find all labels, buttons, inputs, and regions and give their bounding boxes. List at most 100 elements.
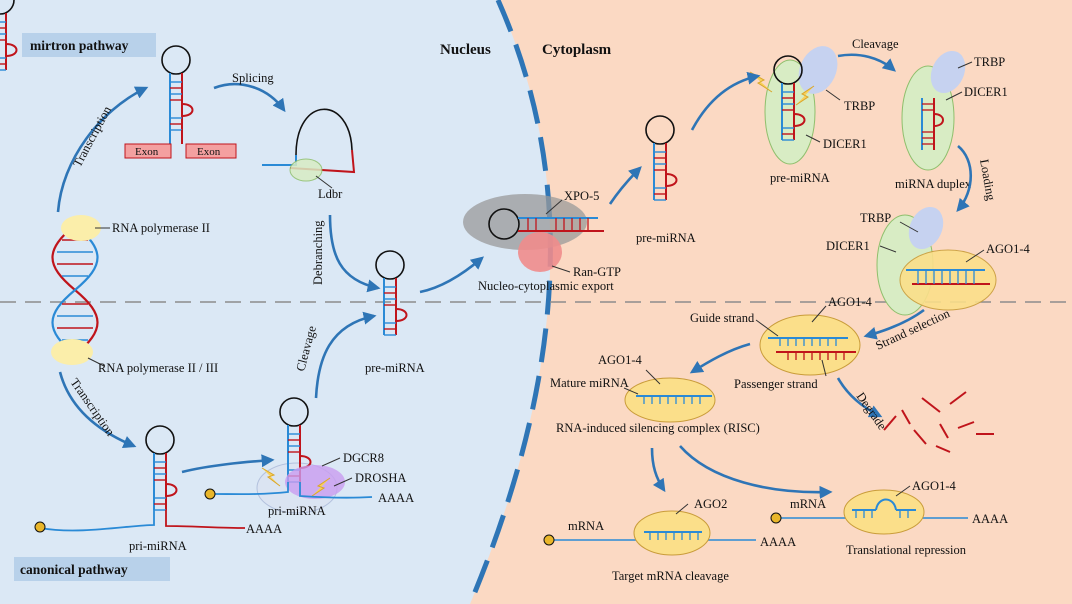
mrna-2-cap — [770, 512, 782, 524]
repression-bulge — [875, 498, 897, 511]
loading-pairs — [917, 270, 975, 284]
canonical-pathway-box — [14, 557, 170, 581]
hairpin-template — [0, 0, 18, 71]
debranching-label: Debranching — [311, 220, 325, 285]
exon-right-box — [185, 143, 237, 159]
ldbr-enzyme — [289, 158, 323, 182]
arrow-to-cleavage — [650, 447, 666, 493]
pre-mirna-dicer-label: pre-miRNA — [770, 171, 830, 185]
rna-pol2-label: RNA polymerase II — [112, 221, 210, 235]
ago2-label: AGO2 — [694, 497, 727, 511]
duplex-bulge — [933, 113, 944, 127]
trbp-2-label: TRBP — [974, 55, 1005, 69]
pri-mirna-2-tails — [214, 482, 373, 499]
dicer1-1-pointer — [805, 134, 821, 143]
passenger-strand-pointer — [821, 359, 827, 377]
ran-label: Ran-GTP — [573, 265, 621, 279]
trbp-2-pointer — [957, 61, 973, 69]
drosha-pointer — [333, 477, 353, 487]
degraded-fragments — [883, 391, 994, 453]
rna-pol23-pointer — [87, 357, 105, 367]
mirna-duplex-label: miRNA duplex — [895, 177, 972, 191]
dgcr8-pointer — [321, 457, 341, 467]
dicer1-3-label: DICER1 — [826, 239, 870, 253]
trbp-1-label: TRBP — [844, 99, 875, 113]
ago-selection-label: AGO1-4 — [828, 295, 872, 309]
dicer1-1-label: DICER1 — [823, 137, 867, 151]
arrow-to-repression — [679, 445, 833, 499]
mirtron-pathway-label: mirtron pathway — [30, 38, 129, 53]
arrow-splicing — [213, 82, 286, 113]
ran-pointer — [551, 265, 571, 273]
exon-right-label: Exon — [197, 146, 221, 158]
pri-mirna-2-cap — [204, 488, 216, 500]
dicer-cut-2 — [795, 85, 815, 106]
splicing-label: Splicing — [232, 71, 274, 85]
trbp-3-pointer — [899, 221, 919, 233]
dna-strand-blue — [51, 224, 99, 356]
mature-mirna-pointer — [623, 387, 639, 395]
ago2-pointer — [675, 503, 689, 515]
lariat-loop — [295, 108, 353, 156]
rna-polymerase-ii-iii — [51, 339, 93, 365]
pri-mirna-1-blue-tail — [39, 510, 155, 532]
arrow-to-export — [419, 256, 484, 294]
rna-polymerase-ii — [61, 215, 101, 241]
passenger-strand-label: Passenger strand — [734, 377, 818, 391]
ago-selection — [759, 314, 861, 376]
trbp-protein-3 — [908, 206, 944, 250]
canonical-pathway-label: canonical pathway — [20, 562, 128, 577]
ago-loading-label: AGO1-4 — [986, 242, 1030, 256]
mrna-1-aaaa: AAAA — [760, 535, 796, 549]
dicer1-3-pointer — [879, 245, 897, 253]
trbp-1-pointer — [825, 89, 841, 101]
ago-repression-pointer — [895, 485, 911, 497]
cleavage-cyto-label: Cleavage — [852, 37, 899, 51]
arrow-to-dicer — [690, 71, 761, 131]
xpo5-pointer — [545, 199, 563, 215]
arrow-to-microprocessor — [181, 454, 275, 474]
pri-mirna-1-aaaa: AAAA — [246, 522, 282, 536]
arrow-cleavage-nuclear — [314, 311, 377, 399]
process-arrows — [56, 53, 972, 499]
ago-selection-pointer — [811, 305, 827, 323]
export-label: Nucleo-cytoplasmic export — [478, 279, 614, 293]
ran-gtp — [518, 232, 562, 272]
risc-label: RNA-induced silencing complex (RISC) — [556, 421, 760, 435]
trbp-protein-1 — [798, 46, 838, 94]
arrow-debranching — [328, 214, 381, 293]
ago-repression-label: AGO1-4 — [912, 479, 956, 493]
pri-mirna-2-label: pri-miRNA — [268, 504, 326, 518]
mrna-1-cap — [543, 534, 555, 546]
ago-loading-pointer — [965, 249, 985, 263]
rna-pol23-label: RNA polymerase II / III — [98, 361, 218, 375]
mature-mirna-ticks — [643, 396, 701, 404]
target-cleavage-label: Target mRNA cleavage — [612, 569, 729, 583]
translational-repression-label: Translational repression — [846, 543, 967, 557]
ago2-pairs — [649, 532, 699, 540]
dicer1-2-pointer — [945, 91, 963, 101]
trbp-protein-2 — [930, 50, 966, 94]
xpo5-label: XPO-5 — [564, 189, 599, 203]
pre-mirna-nuclear-label: pre-miRNA — [365, 361, 425, 375]
dicer1-2-label: DICER1 — [964, 85, 1008, 99]
pri-mirna-1-red-tail — [165, 510, 246, 529]
trbp-3-label: TRBP — [860, 211, 891, 225]
arrow-transcription-bottom — [58, 371, 137, 449]
ago-mature-label: AGO1-4 — [598, 353, 642, 367]
export-hairpin-pairs — [527, 218, 589, 231]
nucleus-label: Nucleus — [440, 42, 491, 58]
pri-mirna-2-aaaa: AAAA — [378, 491, 414, 505]
cytoplasm-label: Cytoplasm — [542, 42, 612, 58]
mirtron-pathway-box — [22, 33, 156, 57]
pri-mirna-1-cap — [34, 521, 46, 533]
arrow-cleavage-cyto — [837, 53, 896, 72]
drosha-cut-2 — [311, 477, 331, 497]
arrow-degrade — [836, 377, 883, 418]
pri-mirna-1-label: pri-miRNA — [129, 539, 187, 553]
exon-left-label: Exon — [135, 146, 159, 158]
arrow-to-pre-mirna-cyto — [608, 166, 642, 205]
arrow-loading — [956, 144, 972, 212]
repression-pairs — [855, 510, 909, 518]
